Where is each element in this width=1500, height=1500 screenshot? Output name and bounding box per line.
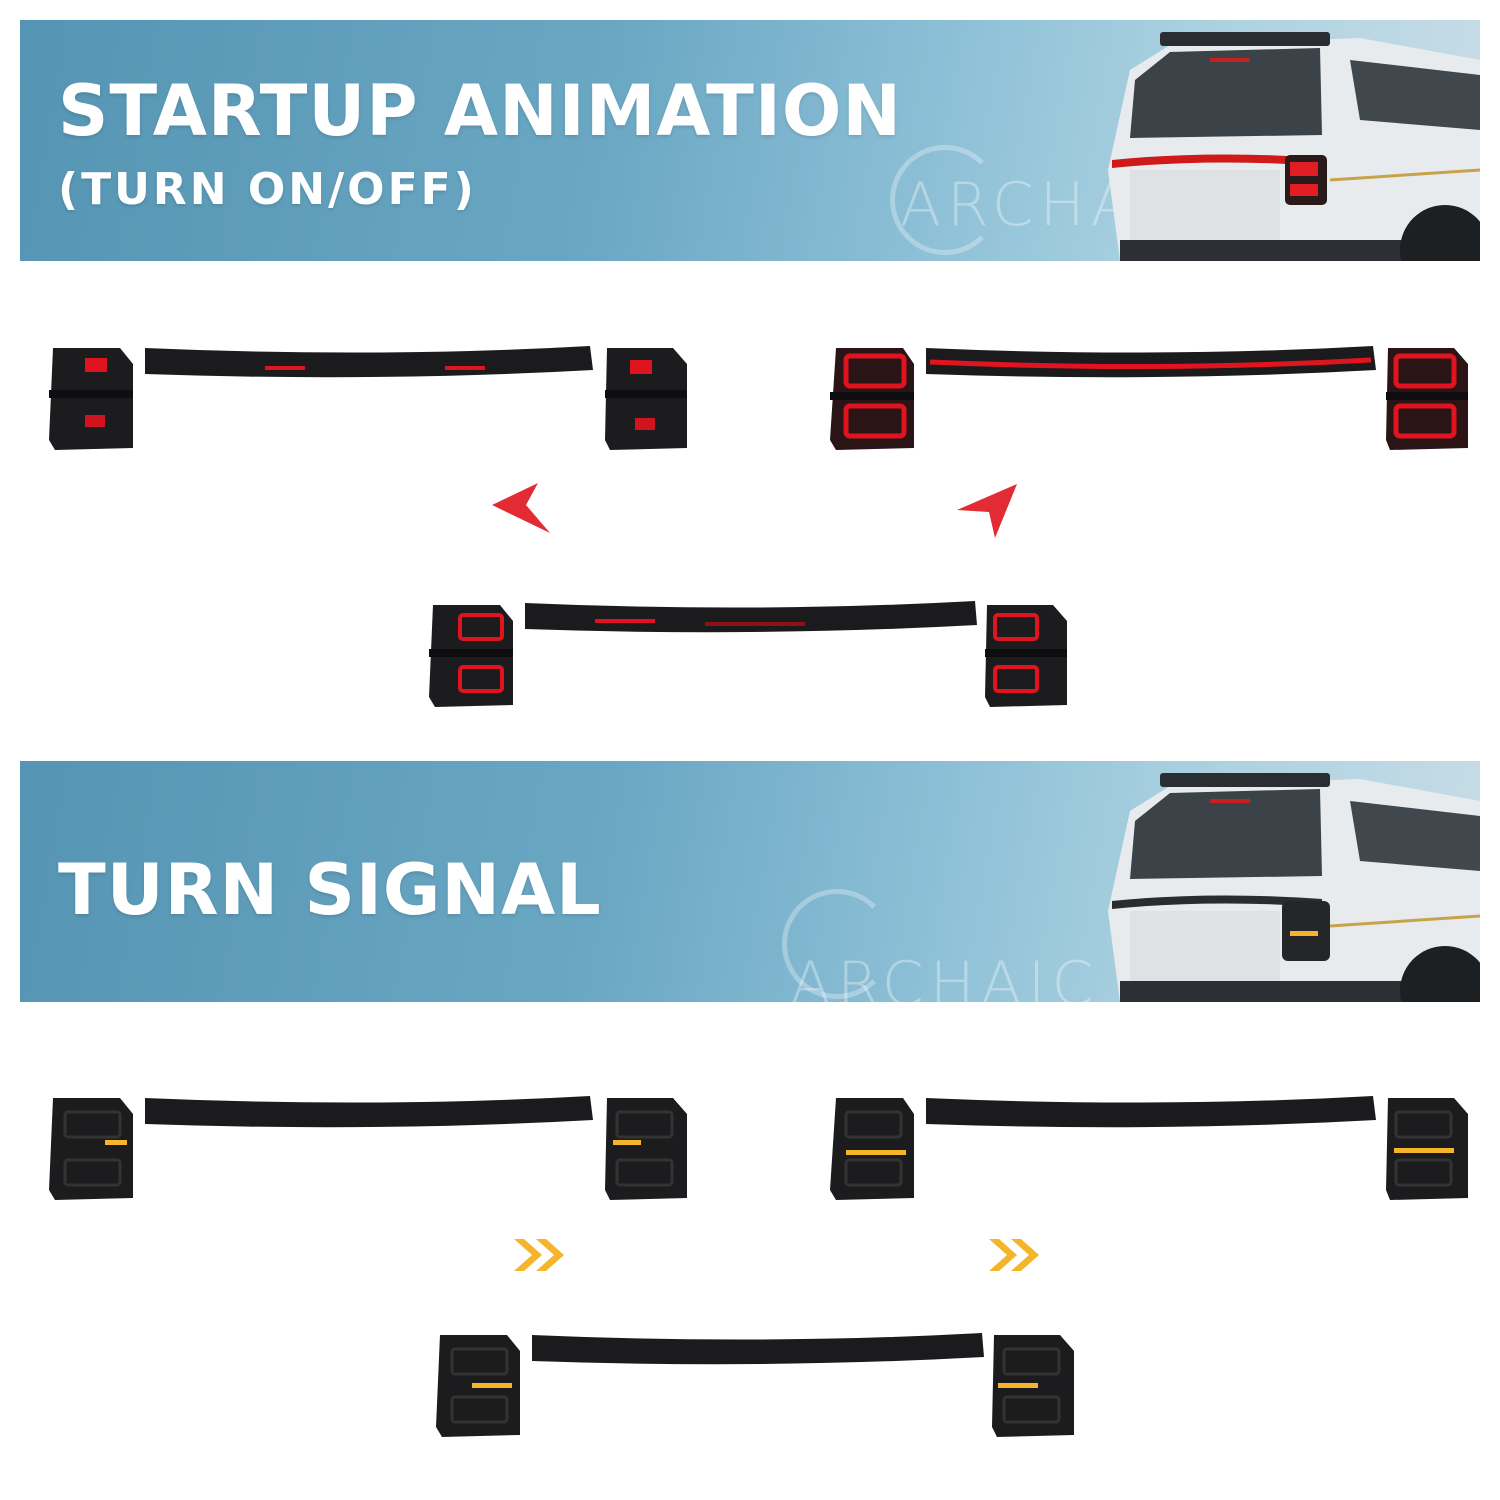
right-tail-lamp — [992, 1335, 1074, 1437]
startup-title: STARTUP ANIMATION — [58, 70, 903, 152]
center-light-bar — [145, 346, 593, 378]
startup-subtitle: (TURN ON/OFF) — [58, 164, 477, 215]
watermark-logo: ARCHAIC — [790, 949, 1100, 1002]
red-chevron-arrow-icon — [957, 484, 1017, 538]
startup-frame-dim — [45, 340, 745, 460]
left-tail-lamp — [436, 1335, 520, 1437]
watermark-ring — [782, 889, 892, 999]
startup-frame-partial — [425, 597, 1125, 717]
left-tail-lamp — [49, 348, 133, 450]
left-tail-lamp — [429, 605, 513, 707]
turn-frame-2 — [828, 1090, 1500, 1210]
center-light-bar — [532, 1333, 984, 1365]
startup-banner: ARCHAIC STARTUP ANIMATION (TURN ON/OFF) — [20, 20, 1480, 261]
watermark-ring — [890, 145, 1000, 255]
right-tail-lamp — [605, 1098, 687, 1200]
right-tail-lamp — [985, 605, 1067, 707]
turn-signal-title: TURN SIGNAL — [58, 849, 602, 931]
vehicle-rear-image — [1108, 773, 1480, 1002]
left-tail-lamp — [49, 1098, 133, 1200]
turn-frame-1 — [45, 1090, 745, 1210]
red-chevron-arrow-icon — [492, 483, 550, 533]
startup-frame-full — [828, 340, 1500, 460]
vehicle-rear-image — [1108, 32, 1480, 261]
left-tail-lamp — [830, 1098, 914, 1200]
center-light-bar — [926, 346, 1376, 378]
turn-frame-3 — [432, 1327, 1132, 1447]
amber-double-chevron-icon — [514, 1239, 564, 1271]
right-tail-lamp — [1386, 1098, 1468, 1200]
center-light-bar — [525, 601, 977, 633]
center-light-bar — [145, 1096, 593, 1128]
right-tail-lamp — [605, 348, 687, 450]
right-tail-lamp — [1386, 348, 1468, 450]
turn-signal-banner: ARCHAIC TURN SIGNAL — [20, 761, 1480, 1002]
left-tail-lamp — [830, 348, 914, 450]
center-light-bar — [926, 1096, 1376, 1128]
amber-double-chevron-icon — [989, 1239, 1039, 1271]
